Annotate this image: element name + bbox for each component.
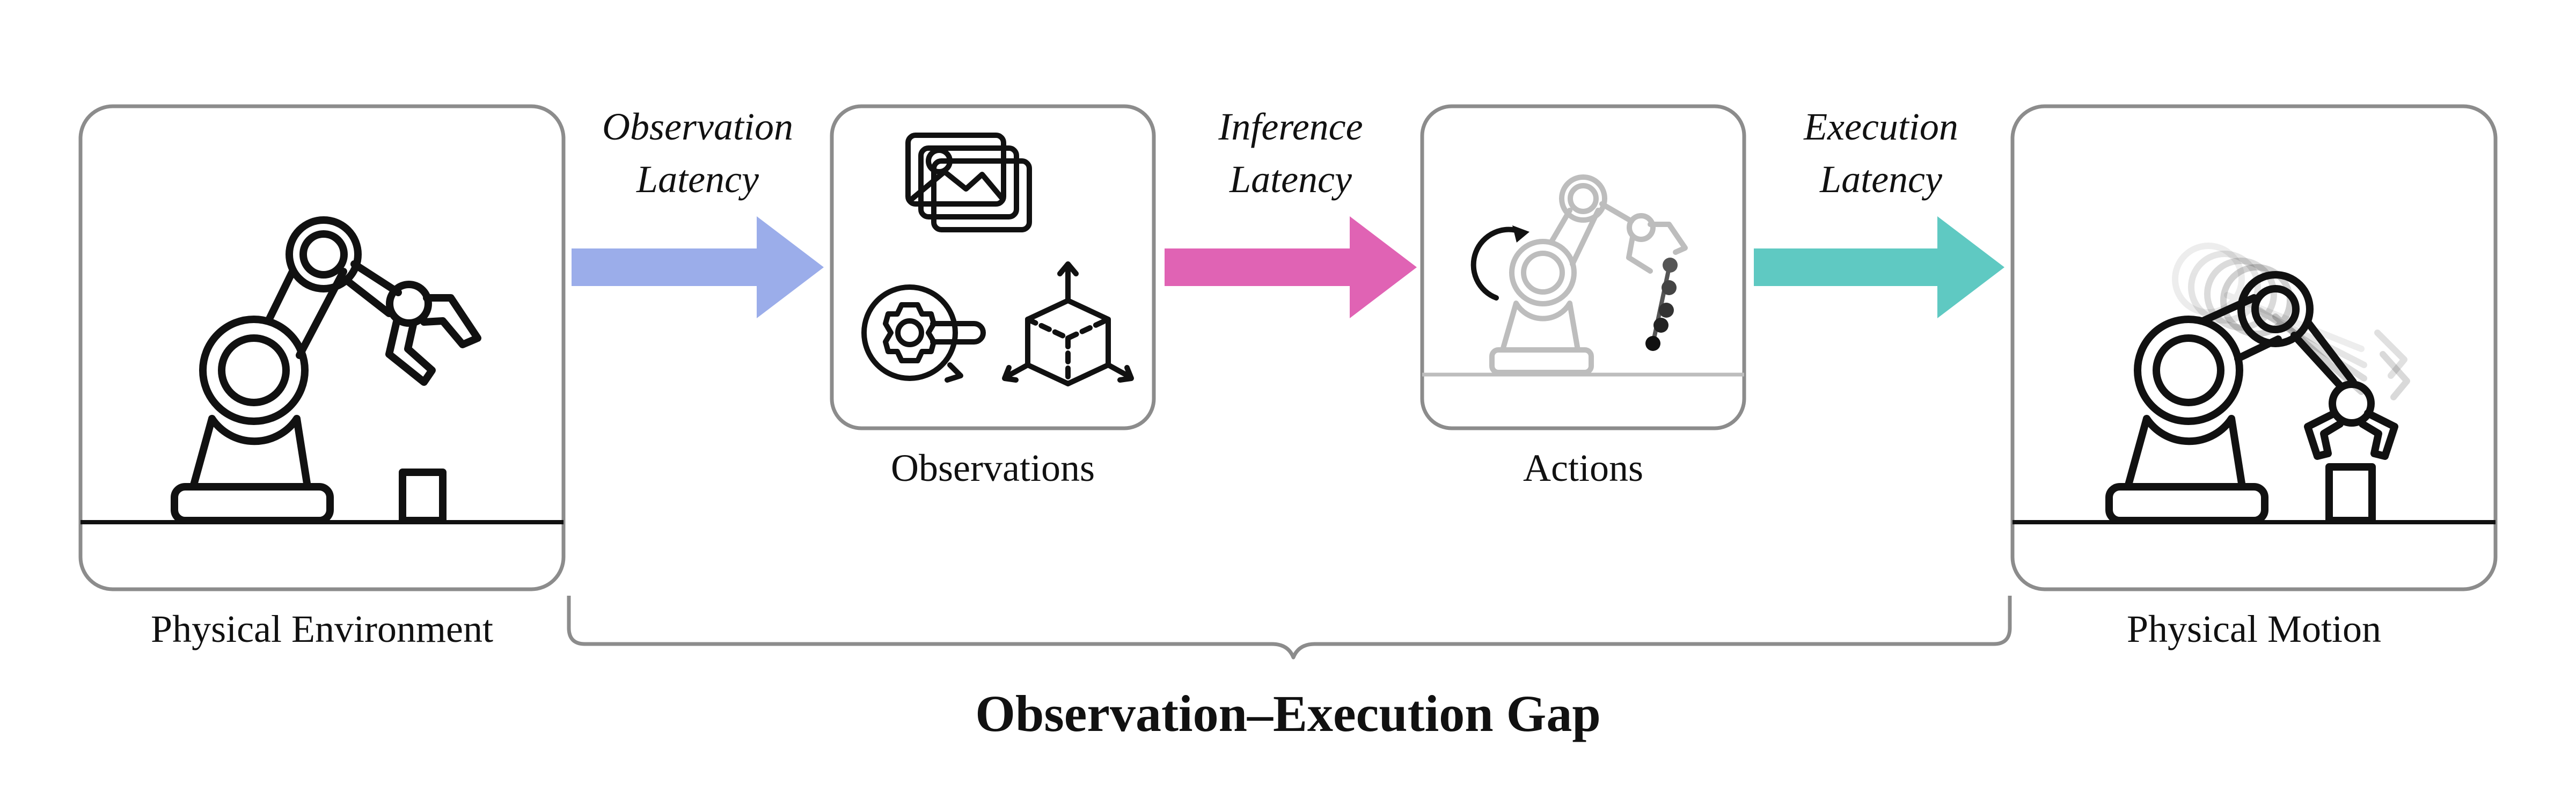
- stage-label: Observations: [891, 447, 1095, 489]
- latency-label-line2: Latency: [1229, 158, 1352, 201]
- latency-arrow: [572, 216, 824, 318]
- latency-label-line2: Latency: [1819, 158, 1942, 201]
- stage-physical-environment: Physical Environment: [78, 104, 566, 650]
- latency-inference: Inference Latency: [1165, 105, 1417, 318]
- latency-label-line2: Latency: [636, 158, 759, 201]
- image-stack-icon: [905, 133, 1032, 232]
- latency-label-line1: Observation: [602, 105, 793, 148]
- cube-object: [399, 469, 447, 524]
- stage-observations: Observations: [830, 104, 1156, 489]
- gear-sensor-icon: [861, 284, 986, 383]
- 3d-cube-icon: [1002, 261, 1134, 386]
- gap-title: Observation–Execution Gap: [975, 685, 1600, 742]
- latency-label-line1: Execution: [1803, 105, 1958, 148]
- stage-box: [1420, 104, 1746, 430]
- robot-arm-icon: [171, 216, 481, 524]
- latency-arrow: [1165, 216, 1417, 318]
- robot-arm-motion-icon: [2105, 243, 2410, 524]
- gap-brace: [567, 596, 2012, 660]
- latency-arrow: [1754, 216, 2004, 318]
- latency-label-line1: Inference: [1218, 105, 1363, 148]
- stage-label: Physical Motion: [2127, 608, 2381, 650]
- latency-observation: Observation Latency: [572, 105, 824, 318]
- stage-physical-motion: Physical Motion: [2010, 104, 2498, 650]
- stage-box: [830, 104, 1156, 430]
- stage-label: Actions: [1523, 447, 1643, 489]
- stage-actions: Actions: [1420, 104, 1746, 489]
- latency-execution: Execution Latency: [1754, 105, 2004, 318]
- stage-label: Physical Environment: [151, 608, 493, 650]
- robot-arm-trajectory-icon: [1470, 174, 1688, 375]
